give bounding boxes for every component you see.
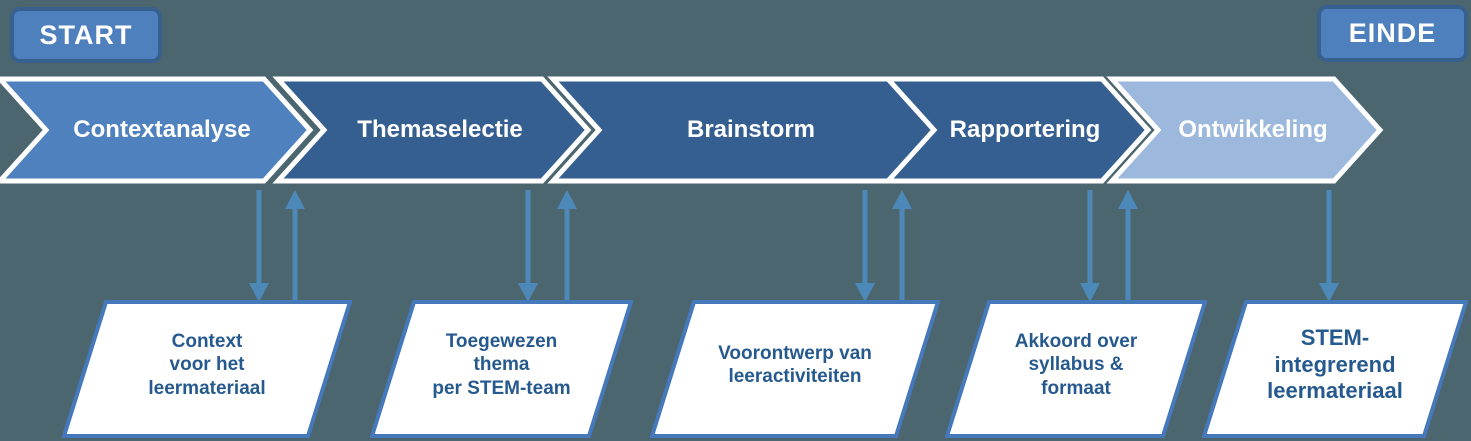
chevron-shape <box>1106 76 1384 184</box>
up-arrow-rapportering <box>1115 190 1141 302</box>
down-arrow-rapportering <box>1077 190 1103 302</box>
process-step-label: Brainstorm <box>686 116 816 143</box>
down-arrow-contextanalyse <box>246 190 272 302</box>
process-step-ontwikkeling: Ontwikkeling <box>1106 76 1384 184</box>
up-arrow-brainstorm <box>889 190 915 302</box>
deliverable-label: STEM- integrerend leermateriaal <box>1267 325 1403 404</box>
process-step-label: Ontwikkeling <box>1178 116 1328 143</box>
down-arrow-themaselectie <box>515 190 541 302</box>
start-terminal: START <box>10 7 162 63</box>
end-terminal: EINDE <box>1317 5 1468 62</box>
down-arrow-brainstorm <box>852 190 878 302</box>
chevron-shape <box>0 76 314 184</box>
up-arrow-contextanalyse <box>282 190 308 302</box>
process-step-label: Contextanalyse <box>73 116 251 143</box>
deliverable-leermateriaal: STEM- integrerend leermateriaal <box>1202 300 1468 438</box>
parallelogram-shape <box>650 300 940 438</box>
deliverable-context: Context voor het leermateriaal <box>62 300 352 438</box>
start-terminal-label: START <box>39 19 133 50</box>
deliverable-akkoord: Akkoord over syllabus & formaat <box>945 300 1207 438</box>
process-step-brainstorm: Brainstorm <box>547 76 939 184</box>
deliverable-label: Akkoord over syllabus & formaat <box>1014 331 1138 399</box>
end-terminal-label: EINDE <box>1348 18 1437 48</box>
down-arrow-ontwikkeling <box>1316 190 1342 302</box>
up-arrow-themaselectie <box>554 190 580 302</box>
parallelogram-shape <box>370 300 633 438</box>
chevron-shape <box>272 76 592 184</box>
deliverable-thema: Toegewezen thema per STEM-team <box>370 300 633 438</box>
process-step-label: Rapportering <box>949 116 1101 143</box>
parallelogram-shape <box>62 300 352 438</box>
deliverable-label: Context voor het leermateriaal <box>148 331 266 399</box>
process-step-rapportering: Rapportering <box>882 76 1152 184</box>
parallelogram-shape <box>945 300 1207 438</box>
deliverable-label: Toegewezen thema per STEM-team <box>432 331 571 399</box>
process-step-contextanalyse: Contextanalyse <box>0 76 314 184</box>
process-step-themaselectie: Themaselectie <box>272 76 592 184</box>
deliverable-voorontwerp: Voorontwerp van leeractiviteiten <box>650 300 940 438</box>
process-step-label: Themaselectie <box>357 116 523 143</box>
parallelogram-shape <box>1202 300 1468 438</box>
deliverable-label: Voorontwerp van leeractiviteiten <box>718 342 872 387</box>
chevron-shape <box>882 76 1152 184</box>
